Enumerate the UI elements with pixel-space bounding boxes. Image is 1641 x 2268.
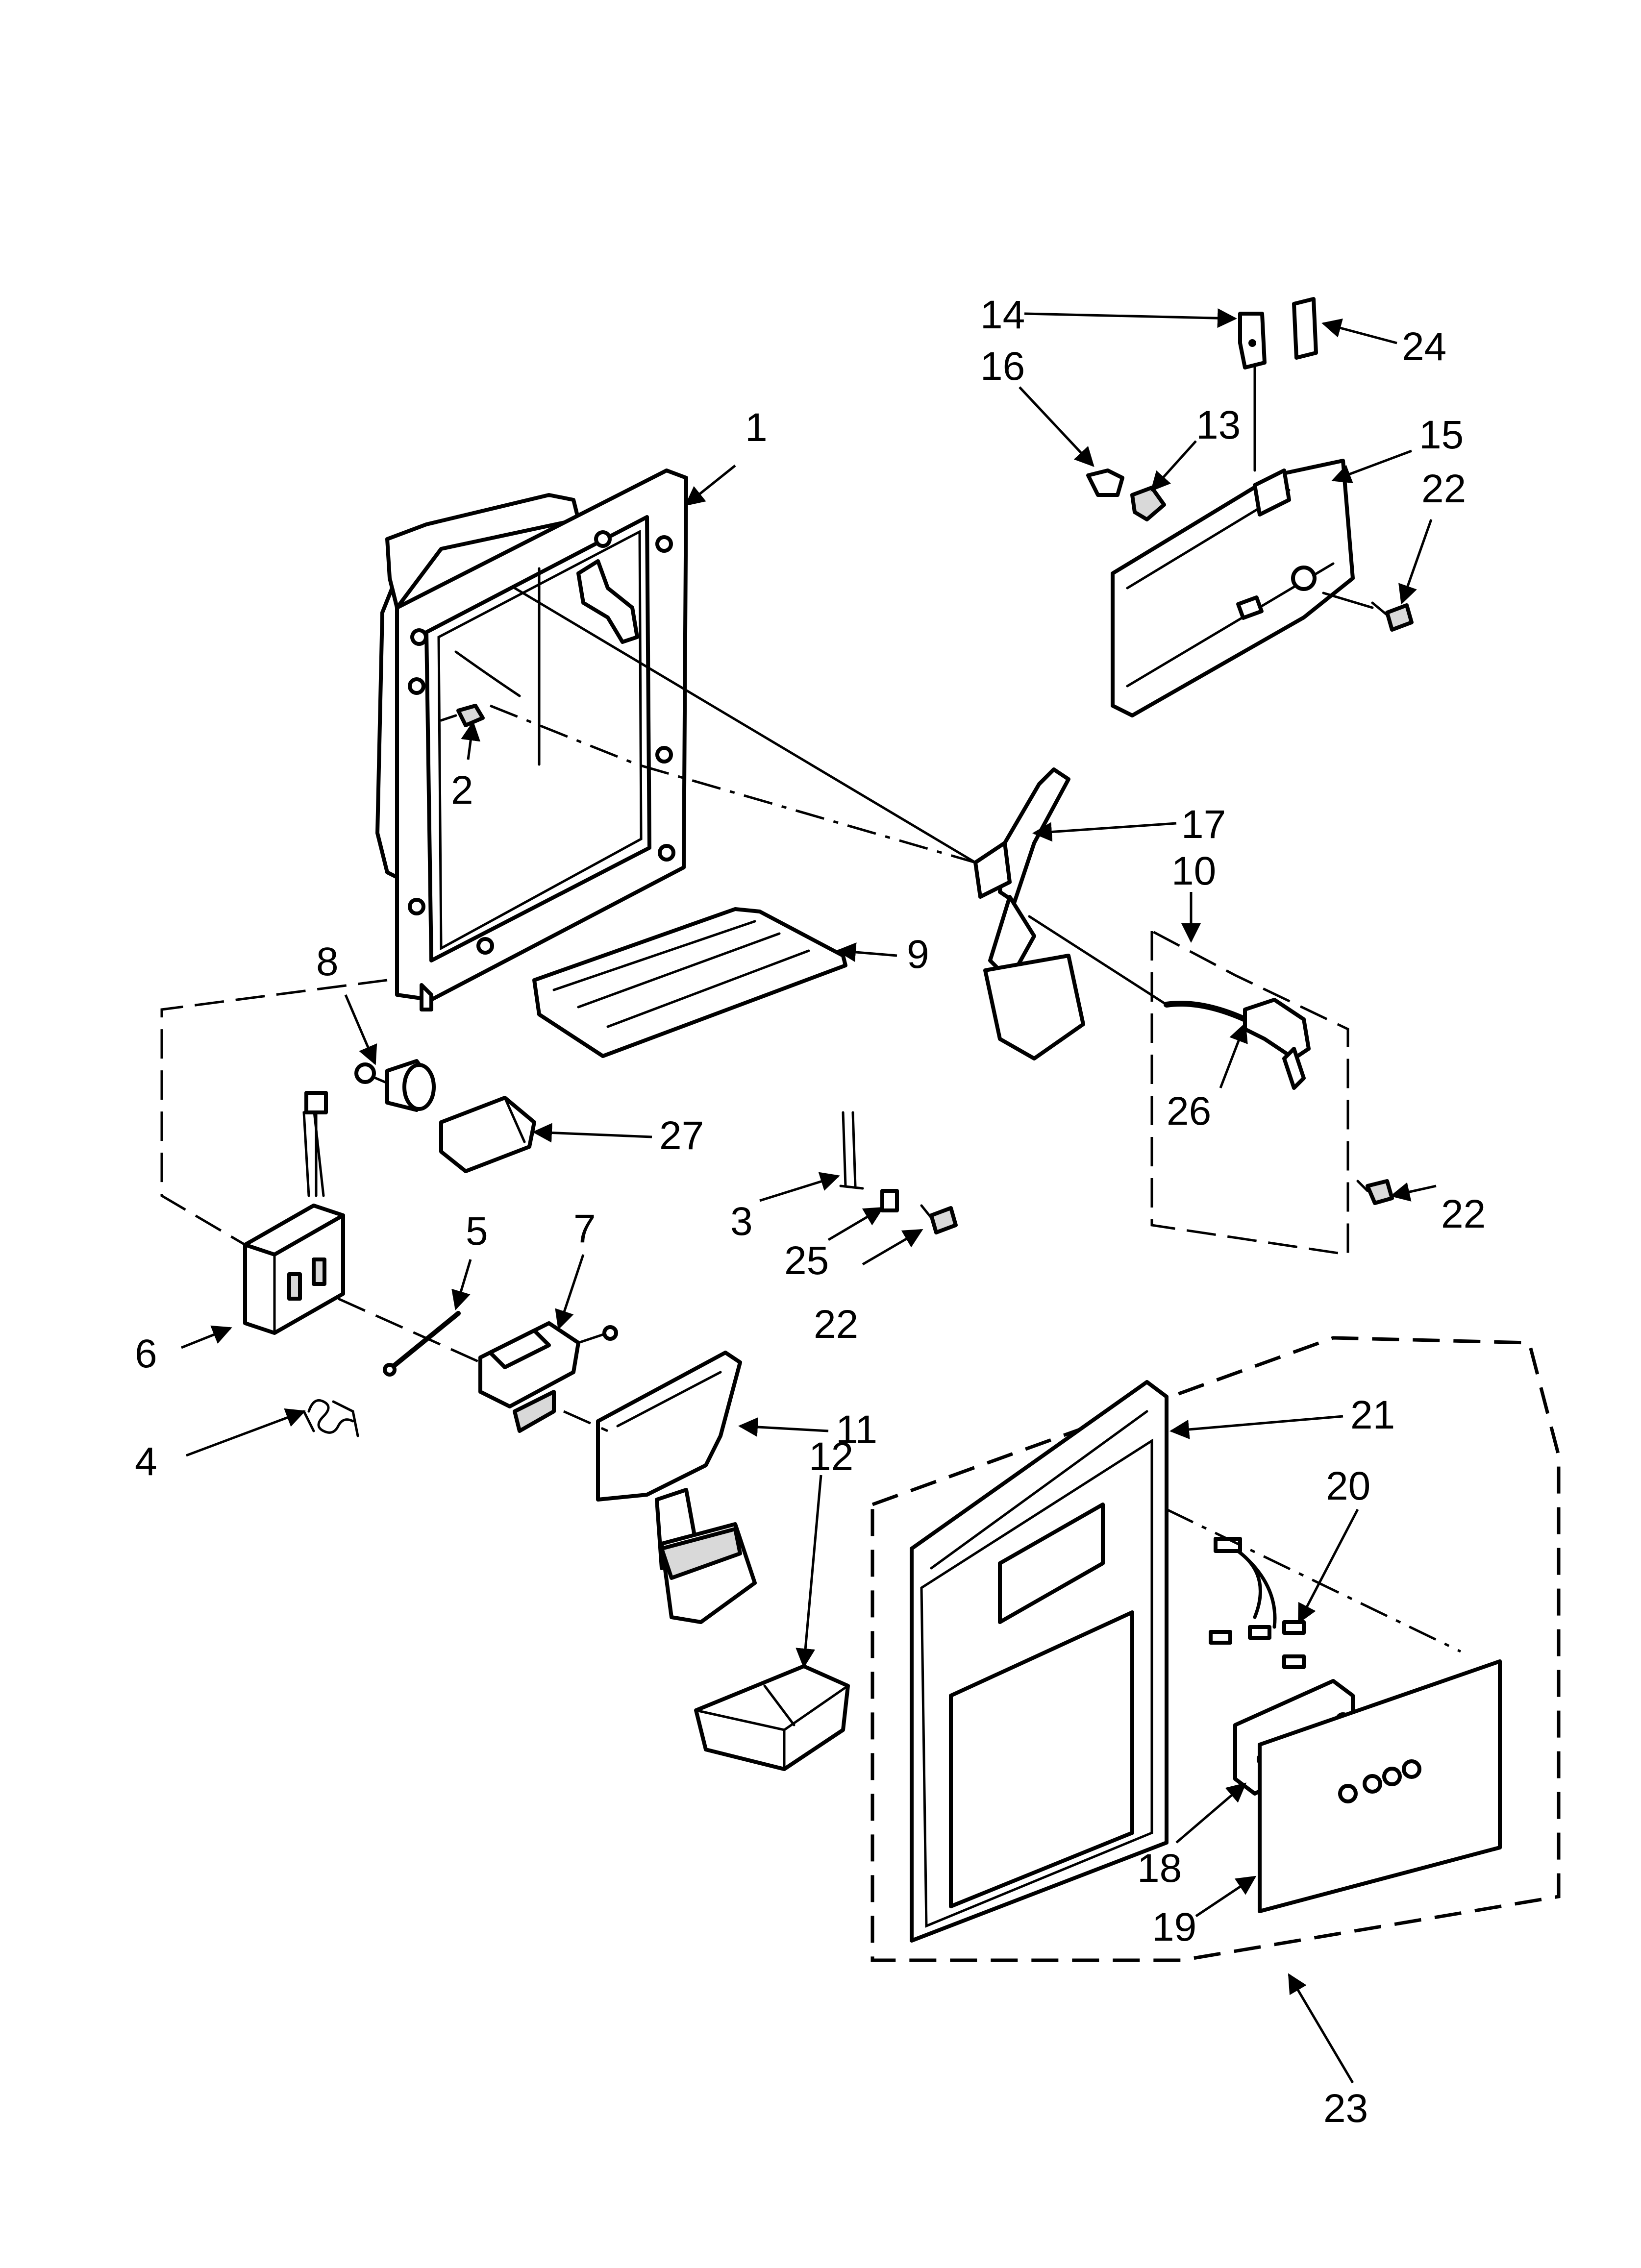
callout-19: 19	[1152, 1905, 1196, 1949]
assembly-line-frame-to-paddle	[490, 704, 976, 864]
assembly-line-paddle	[563, 1410, 609, 1432]
callout-12: 12	[809, 1434, 853, 1479]
callout-24: 24	[1402, 324, 1446, 369]
callout-9: 9	[907, 932, 929, 977]
callout-14: 14	[980, 293, 1025, 337]
callout-3: 3	[730, 1199, 753, 1244]
callout-10: 10	[1171, 849, 1216, 893]
callout-17: 17	[1181, 802, 1226, 847]
callout-labels: 1 2 9 8 27 17 10 26 22 3 25 22 5 7 6 4 1…	[135, 293, 1486, 2131]
part-25-insulator	[880, 1189, 899, 1212]
kit-23-outline	[870, 1336, 1561, 1962]
kit-10-outline	[1150, 929, 1349, 1256]
callout-23: 23	[1323, 2086, 1368, 2131]
callout-27: 27	[659, 1113, 704, 1158]
part-17-water-paddle	[973, 767, 1085, 1060]
callout-7: 7	[573, 1207, 596, 1251]
leader-arrows	[181, 308, 1437, 2084]
callout-8: 8	[316, 939, 339, 984]
callout-20: 20	[1326, 1464, 1370, 1508]
part-12-ice-chute	[694, 1664, 850, 1771]
callout-13: 13	[1196, 403, 1241, 447]
part-19-overlay	[1258, 1659, 1502, 1913]
callout-2: 2	[451, 768, 473, 813]
part-21-front-panel	[910, 1380, 1169, 1943]
part-15-light-housing	[1111, 459, 1355, 717]
part-5-pin	[383, 1311, 461, 1377]
part-9-drip-tray	[532, 907, 847, 1058]
part-11-ice-paddle	[596, 1351, 757, 1624]
part-24-insulator	[1292, 297, 1318, 360]
part-27-solenoid-cover	[439, 1096, 536, 1173]
assembly-line-frame-to-module	[160, 979, 388, 1246]
callout-18: 18	[1137, 1846, 1182, 1891]
part-6-switch-module	[243, 1091, 345, 1335]
callout-1: 1	[745, 405, 768, 450]
part-2-screw	[440, 704, 485, 727]
assembly-line-actuator	[337, 1297, 481, 1364]
part-3-contact	[839, 1111, 864, 1190]
callout-22-right: 22	[1441, 1192, 1486, 1236]
assembly-line-housing-to-screw	[1322, 592, 1374, 609]
callout-5: 5	[466, 1209, 488, 1254]
part-1-dispenser-housing	[375, 468, 688, 1011]
part-8-solenoid	[354, 1059, 436, 1112]
part-22-screw-middle	[920, 1204, 958, 1234]
callout-4: 4	[135, 1439, 157, 1484]
assembly-line-housing-to-paddle	[513, 587, 977, 864]
part-22-screw-right	[1356, 1179, 1394, 1205]
part-20-wire-harness	[1209, 1537, 1306, 1669]
part-26-lever	[1164, 998, 1311, 1090]
callout-6: 6	[135, 1331, 157, 1376]
callout-15: 15	[1419, 413, 1464, 457]
part-22-screw-top	[1371, 601, 1414, 632]
part-14-switch	[1238, 312, 1267, 472]
callout-16: 16	[980, 344, 1025, 389]
assembly-line-panel-to-overlay	[1166, 1508, 1462, 1653]
callout-26: 26	[1167, 1089, 1211, 1134]
callout-22-top: 22	[1421, 467, 1466, 511]
callout-11: 11	[836, 1407, 877, 1452]
callout-21: 21	[1350, 1393, 1395, 1437]
assembly-line-paddle-to-lever	[1028, 915, 1168, 1006]
part-16-bulb	[1086, 468, 1124, 497]
part-13-socket	[1130, 486, 1166, 521]
part-4-spring	[302, 1399, 359, 1437]
callout-22-middle: 22	[814, 1302, 858, 1347]
part-7-ice-actuator	[478, 1321, 618, 1433]
callout-25: 25	[784, 1238, 829, 1283]
